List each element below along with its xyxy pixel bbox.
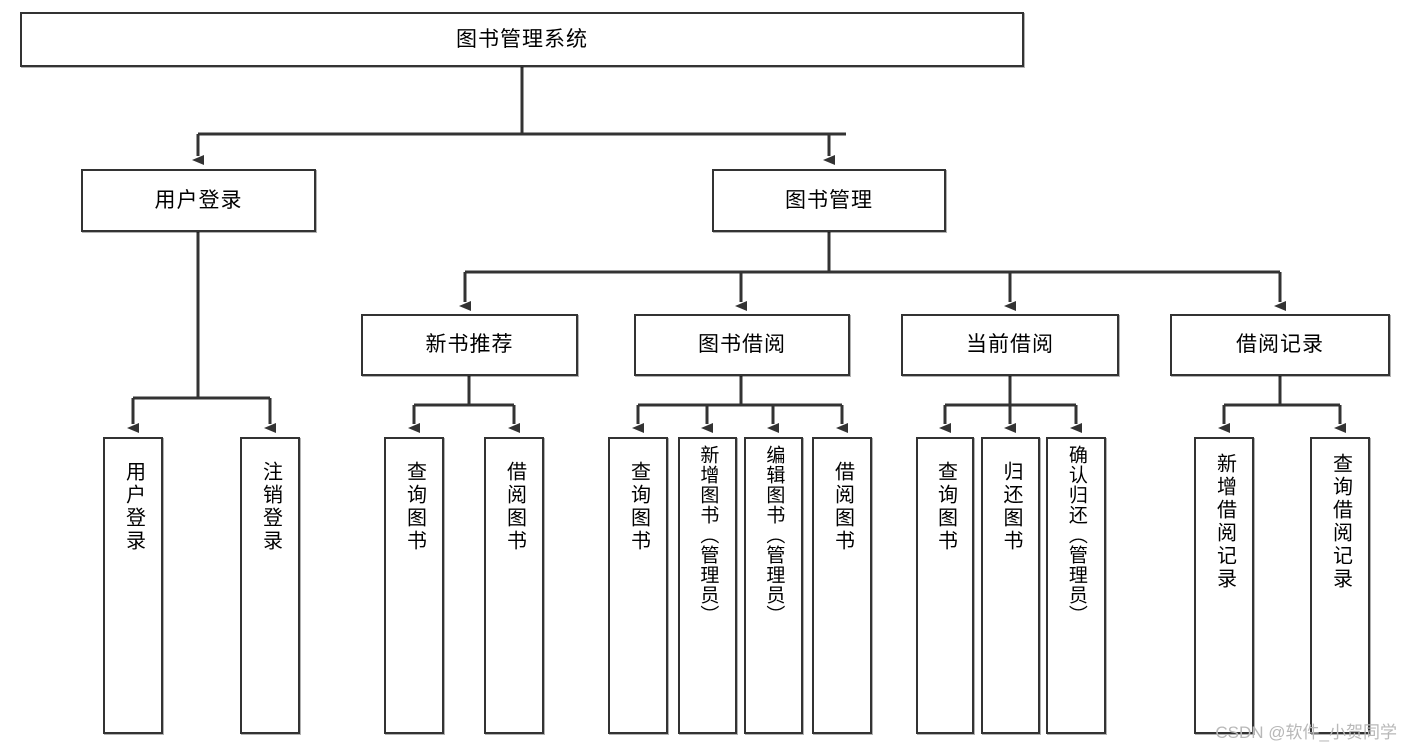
leaf-query-book-3-label: 查询图书 [934, 461, 957, 553]
node-book-manage[interactable]: 图书管理 [712, 169, 946, 232]
node-book-borrow-label: 图书借阅 [698, 333, 786, 357]
leaf-borrow-book-2-label: 借阅图书 [831, 461, 854, 553]
watermark: CSDN @软件_小贺同学 [1215, 723, 1397, 742]
node-book-manage-label: 图书管理 [785, 188, 873, 212]
node-current-borrow[interactable]: 当前借阅 [901, 314, 1119, 376]
leaf-user-logout-label: 注销登录 [259, 461, 282, 553]
leaf-query-book-1-label: 查询图书 [403, 461, 426, 553]
leaf-user-login[interactable]: 用户登录 [103, 437, 163, 734]
leaf-confirm-return-label: 确认归还（管理员） [1065, 445, 1087, 625]
leaf-query-record-label: 查询借阅记录 [1329, 453, 1352, 591]
node-root-label: 图书管理系统 [456, 27, 588, 51]
node-borrow-record-label: 借阅记录 [1236, 333, 1324, 357]
leaf-confirm-return[interactable]: 确认归还（管理员） [1046, 437, 1106, 734]
node-root[interactable]: 图书管理系统 [20, 12, 1024, 67]
leaf-edit-book-label: 编辑图书（管理员） [763, 445, 785, 625]
leaf-add-book-label: 新增图书（管理员） [697, 445, 719, 625]
node-book-borrow[interactable]: 图书借阅 [634, 314, 850, 376]
leaf-user-login-label: 用户登录 [122, 461, 145, 553]
leaf-query-record[interactable]: 查询借阅记录 [1310, 437, 1370, 734]
leaf-query-book-2[interactable]: 查询图书 [608, 437, 668, 734]
node-new-book-recommend[interactable]: 新书推荐 [361, 314, 578, 376]
leaf-borrow-book-2[interactable]: 借阅图书 [812, 437, 872, 734]
leaf-query-book-3[interactable]: 查询图书 [916, 437, 974, 734]
leaf-return-book-label: 归还图书 [1000, 461, 1022, 553]
node-borrow-record[interactable]: 借阅记录 [1170, 314, 1390, 376]
node-current-borrow-label: 当前借阅 [966, 333, 1054, 357]
leaf-query-book-1[interactable]: 查询图书 [384, 437, 444, 734]
leaf-query-book-2-label: 查询图书 [627, 461, 650, 553]
leaf-return-book[interactable]: 归还图书 [981, 437, 1040, 734]
leaf-edit-book[interactable]: 编辑图书（管理员） [744, 437, 803, 734]
node-user-login-label: 用户登录 [154, 188, 243, 212]
leaf-user-logout[interactable]: 注销登录 [240, 437, 300, 734]
node-new-book-recommend-label: 新书推荐 [425, 333, 514, 357]
leaf-borrow-book-1[interactable]: 借阅图书 [484, 437, 544, 734]
node-user-login[interactable]: 用户登录 [81, 169, 316, 232]
leaf-add-record-label: 新增借阅记录 [1213, 453, 1236, 591]
leaf-borrow-book-1-label: 借阅图书 [503, 461, 526, 553]
leaf-add-book[interactable]: 新增图书（管理员） [678, 437, 737, 734]
leaf-add-record[interactable]: 新增借阅记录 [1194, 437, 1254, 734]
